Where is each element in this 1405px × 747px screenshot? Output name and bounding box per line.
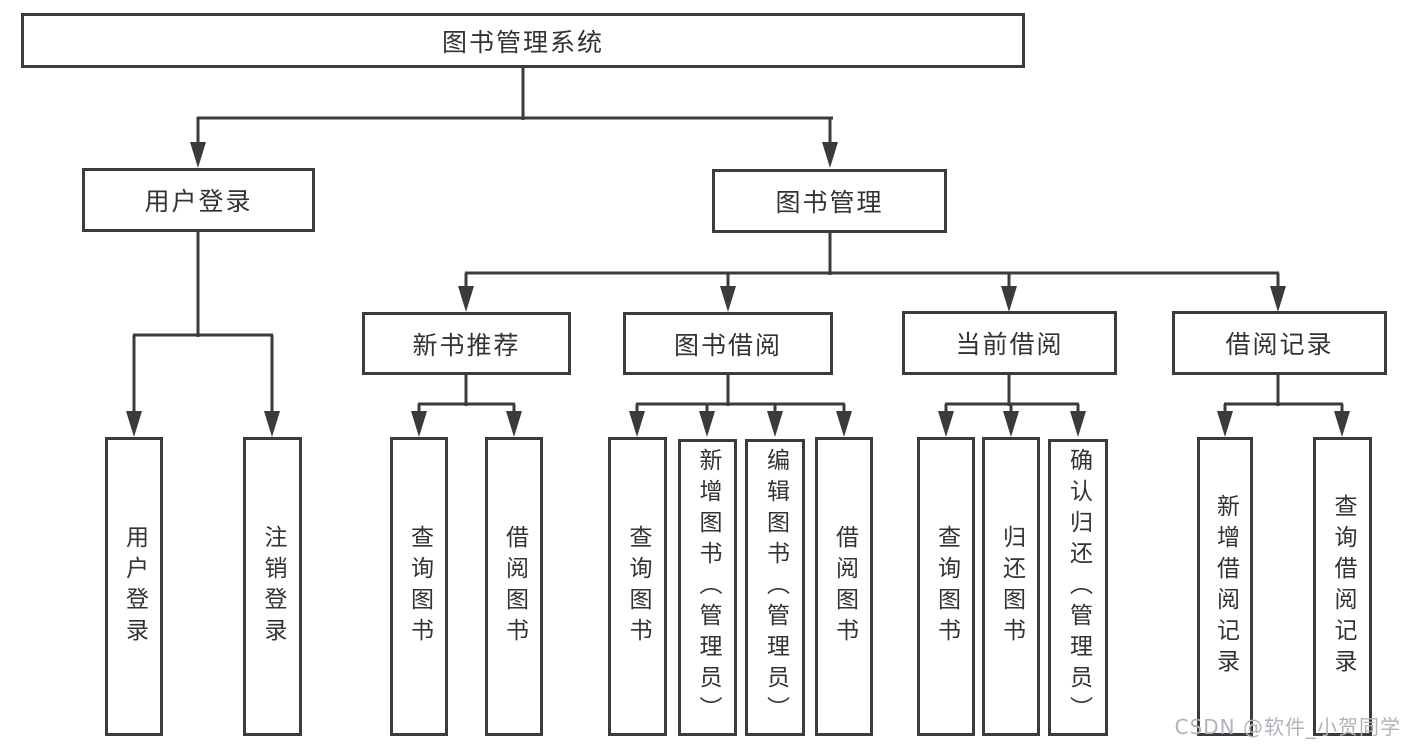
node-book-management: 图书管理 bbox=[712, 169, 947, 233]
node-book-borrowing-label: 图书借阅 bbox=[673, 330, 782, 360]
node-newbook-borrow-book-label: 借阅图书 bbox=[501, 524, 528, 649]
node-new-book-recommend: 新书推荐 bbox=[362, 312, 571, 375]
node-user-login-label: 用户登录 bbox=[144, 187, 253, 216]
node-borrow-records: 借阅记录 bbox=[1172, 311, 1387, 375]
node-leaf-logout: 注销登录 bbox=[243, 437, 302, 736]
node-current-return-book-label: 归还图书 bbox=[998, 524, 1025, 649]
csdn-watermark: CSDN @软件_小贺同学 bbox=[1174, 715, 1401, 739]
node-newbook-query-book: 查询图书 bbox=[390, 437, 448, 736]
node-borrowing-add-book-admin: 新增图书（管理员） bbox=[678, 439, 737, 736]
node-record-query-borrow-record: 查询借阅记录 bbox=[1313, 437, 1372, 736]
node-record-query-borrow-record-label: 查询借阅记录 bbox=[1330, 493, 1356, 680]
node-borrowing-edit-book-admin: 编辑图书（管理员） bbox=[745, 439, 805, 736]
node-current-borrowing-label: 当前借阅 bbox=[955, 330, 1064, 359]
node-leaf-user-login-label: 用户登录 bbox=[121, 524, 148, 649]
node-borrowing-edit-book-admin-label: 编辑图书（管理员） bbox=[762, 448, 789, 727]
node-borrow-records-label: 借阅记录 bbox=[1225, 330, 1334, 359]
node-borrowing-query-book: 查询图书 bbox=[608, 437, 667, 736]
node-borrowing-borrow-book: 借阅图书 bbox=[815, 437, 873, 736]
node-leaf-user-login: 用户登录 bbox=[105, 437, 163, 736]
node-new-book-recommend-label: 新书推荐 bbox=[412, 330, 521, 360]
node-user-login: 用户登录 bbox=[82, 168, 315, 232]
node-borrowing-add-book-admin-label: 新增图书（管理员） bbox=[695, 448, 721, 727]
node-book-borrowing: 图书借阅 bbox=[623, 312, 833, 375]
node-current-query-book: 查询图书 bbox=[917, 437, 975, 736]
node-newbook-borrow-book: 借阅图书 bbox=[485, 437, 543, 736]
node-current-query-book-label: 查询图书 bbox=[933, 524, 960, 649]
node-current-return-book: 归还图书 bbox=[982, 437, 1040, 736]
node-borrowing-borrow-book-label: 借阅图书 bbox=[831, 524, 858, 649]
node-borrowing-query-book-label: 查询图书 bbox=[625, 524, 651, 649]
node-current-confirm-return-admin-label: 确认归还（管理员） bbox=[1065, 448, 1092, 727]
node-record-add-borrow-record: 新增借阅记录 bbox=[1197, 437, 1253, 736]
node-current-borrowing: 当前借阅 bbox=[902, 311, 1117, 375]
node-library-system-label: 图书管理系统 bbox=[441, 27, 604, 57]
node-library-system: 图书管理系统 bbox=[21, 13, 1025, 68]
node-newbook-query-book-label: 查询图书 bbox=[406, 524, 433, 649]
node-book-management-label: 图书管理 bbox=[775, 188, 884, 217]
node-leaf-logout-label: 注销登录 bbox=[260, 524, 286, 649]
node-record-add-borrow-record-label: 新增借阅记录 bbox=[1212, 493, 1239, 680]
node-current-confirm-return-admin: 确认归还（管理员） bbox=[1048, 439, 1108, 736]
